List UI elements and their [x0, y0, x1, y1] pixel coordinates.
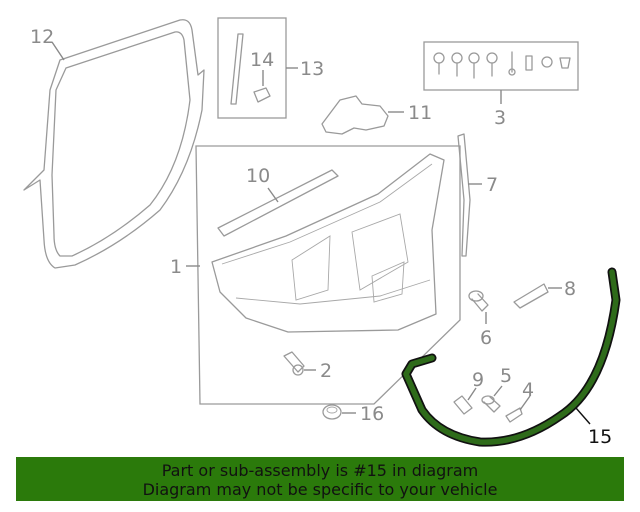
part-6-bolt: [468, 290, 489, 312]
callout-3: 3: [494, 107, 506, 129]
callout-12: 12: [30, 26, 54, 48]
banner-line-1: Part or sub-assembly is #15 in diagram: [161, 461, 479, 480]
part-9-screw: [453, 395, 473, 415]
part-16-plug: [322, 404, 342, 420]
leader-15: [575, 407, 591, 425]
part-14-clip: [253, 87, 271, 103]
part-13-box: [217, 17, 287, 119]
leader-12: [51, 41, 65, 61]
part-1-door-shell: [211, 153, 445, 333]
parts-diagram: 12 14 13 3 11 1 10 7 8 6: [23, 17, 621, 448]
part-4-pin: [505, 407, 523, 423]
callout-5: 5: [500, 365, 512, 387]
part-3-fasteners: [433, 51, 571, 79]
leader-9: [467, 387, 477, 401]
info-banner: Part or sub-assembly is #15 in diagram D…: [16, 457, 624, 501]
part-11-latch: [321, 95, 389, 135]
callout-4: 4: [522, 379, 534, 401]
callout-7: 7: [486, 174, 498, 196]
leader-10: [267, 187, 279, 203]
part-2-screw: [283, 351, 305, 376]
callout-11: 11: [408, 102, 432, 124]
callout-1: 1: [170, 256, 182, 278]
callout-14: 14: [250, 49, 274, 71]
part-5-bolt: [481, 395, 501, 413]
callout-15: 15: [588, 426, 612, 448]
part-13-trim: [230, 33, 244, 105]
part-12-frame-seal: [23, 19, 205, 269]
callout-13: 13: [300, 58, 324, 80]
callout-8: 8: [564, 278, 576, 300]
part-15-lower-weatherstrip: [401, 267, 621, 447]
callout-9: 9: [472, 369, 484, 391]
part-7-edge-trim: [457, 133, 471, 257]
leader-5: [493, 385, 503, 397]
callout-16: 16: [360, 403, 384, 425]
part-8-bracket: [513, 283, 549, 309]
callout-2: 2: [320, 360, 332, 382]
banner-line-2: Diagram may not be specific to your vehi…: [142, 480, 498, 499]
part-10-belt-molding: [217, 169, 339, 237]
part-3-hardware-box: [423, 41, 579, 91]
callout-10: 10: [246, 165, 270, 187]
callout-6: 6: [480, 327, 492, 349]
leader-4: [519, 395, 531, 411]
